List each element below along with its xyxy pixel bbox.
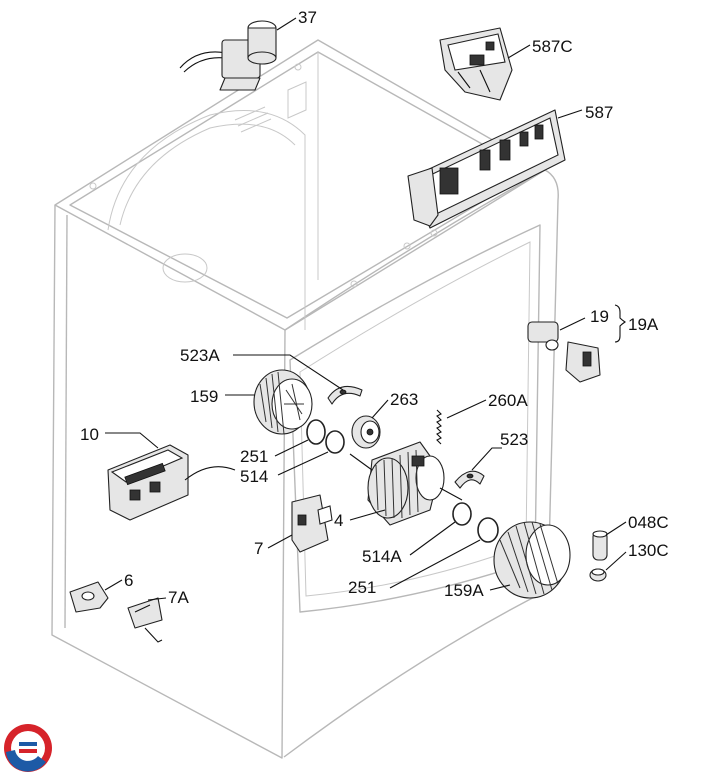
callout-4: 4 [334,511,343,530]
part-251-ring-right [477,517,499,543]
part-10-module [107,444,236,521]
callout-251-left: 251 [240,447,268,466]
callout-159: 159 [190,387,218,406]
part-251-ring-left [306,419,326,445]
part-159-fan [253,369,313,435]
callout-159A: 159A [444,581,484,600]
callout-7: 7 [254,539,263,558]
callout-130C: 130C [628,541,669,560]
callout-251-right: 251 [348,578,376,597]
part-587-control-module [407,109,566,229]
part-514-bearing-left [325,430,345,454]
part-260A-spring [436,409,442,445]
part-6-block [69,581,109,613]
callout-6: 6 [124,571,133,590]
callout-523: 523 [500,430,528,449]
callout-19: 19 [590,307,609,326]
part-159A-fan [493,521,571,599]
part-7A-switch [127,597,163,643]
part-19-lamp-holder [527,321,601,383]
callout-19A: 19A [628,315,659,334]
part-587C-board [439,27,513,101]
part-130C-cap [589,568,607,582]
callout-263: 263 [390,390,418,409]
callout-37: 37 [298,8,317,27]
part-048C-fuse [592,530,608,561]
callout-587C: 587C [532,37,573,56]
part-523A-clip [327,385,363,405]
brand-logo-icon [4,724,52,772]
callout-587: 587 [585,103,613,122]
part-523-clip [454,470,485,489]
callout-514: 514 [240,467,268,486]
callout-514A: 514A [362,547,402,566]
callout-260A: 260A [488,391,528,410]
callout-10: 10 [80,425,99,444]
part-263-pulley [351,415,381,449]
part-7-door-lock [291,494,333,553]
callout-523A: 523A [180,346,220,365]
callout-7A: 7A [168,588,189,607]
callout-048C: 048C [628,513,669,532]
part-4-motor [349,441,463,526]
part-37-solenoid [179,20,277,91]
part-514A-bearing-right [452,502,472,526]
cabinet-housing [51,39,559,759]
